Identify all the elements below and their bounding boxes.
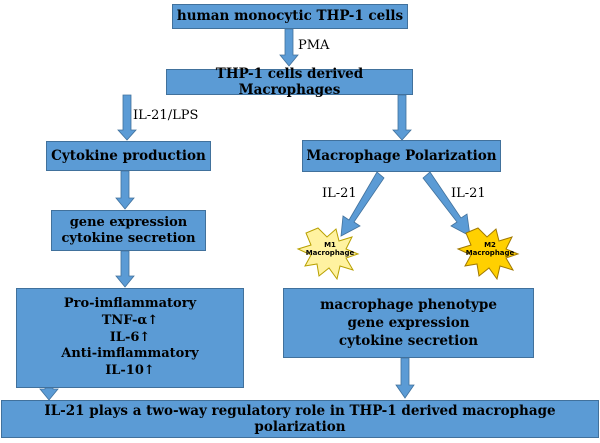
pheno-line2: gene expression [347, 314, 470, 331]
m1-line1: M1 [324, 241, 336, 249]
macrophages-box: THP-1 cells derived Macrophages [166, 65, 413, 98]
infl-line5: IL-10↑ [105, 362, 155, 378]
conclusion-text: IL-21 plays a two-way regulatory role in… [44, 402, 556, 435]
macrophage-polarization-box: Macrophage Polarization [302, 140, 501, 172]
pheno-line1: macrophage phenotype [320, 296, 497, 313]
m2-line1: M2 [484, 241, 496, 249]
conclusion-box: IL-21 plays a two-way regulatory role in… [1, 400, 599, 438]
gene-expression-box: gene expression cytokine secretion [51, 210, 206, 251]
infl-line2: TNF-α↑ [101, 313, 159, 329]
m2-line2: Macrophage [465, 248, 515, 257]
arrow-macro-to-polar [392, 94, 412, 141]
il21-right-label: IL-21 [451, 186, 486, 201]
pma-label: PMA [298, 38, 330, 53]
arrow-top-to-macro [279, 28, 299, 67]
infl-line1: Pro-imflammatory [63, 296, 197, 312]
m2-burst-shape [456, 227, 520, 281]
arrow-infl-to-bottom [39, 387, 59, 401]
m2-macrophage-label: M2 Macrophage [463, 241, 517, 257]
m1-line2: Macrophage [305, 248, 355, 257]
thp1-cells-box: human monocytic THP-1 cells [172, 4, 408, 29]
cytokine-production-text: Cytokine production [51, 147, 206, 164]
gene-expression-line2: cytokine secretion [61, 230, 196, 246]
arrow-pheno-to-bottom [395, 357, 415, 399]
arrow-macro-to-cytokine [117, 94, 137, 141]
arrow-gene-to-infl [115, 250, 135, 288]
gene-expression-line1: gene expression [69, 214, 188, 230]
macrophages-text: THP-1 cells derived Macrophages [215, 65, 364, 98]
arrow-polar-to-m1 [340, 171, 385, 237]
macrophage-phenotype-box: macrophage phenotype gene expression cyt… [283, 288, 534, 358]
cytokine-production-box: Cytokine production [46, 141, 211, 171]
arrow-polar-to-m2 [422, 171, 471, 237]
m1-macrophage-label: M1 Macrophage [303, 241, 357, 257]
pheno-line3: cytokine secretion [338, 333, 479, 350]
inflammatory-box: Pro-imflammatory TNF-α↑ IL-6↑ Anti-imfla… [16, 288, 244, 388]
infl-line3: IL-6↑ [109, 329, 151, 345]
arrow-cytokine-to-gene [115, 170, 135, 210]
macrophage-polarization-text: Macrophage Polarization [306, 147, 497, 164]
il21-left-label: IL-21 [322, 186, 357, 201]
infl-line4: Anti-imflammatory [61, 346, 199, 362]
thp1-cells-text: human monocytic THP-1 cells [176, 8, 404, 25]
il21-lps-label: IL-21/LPS [133, 108, 199, 123]
m1-burst-shape [296, 227, 360, 281]
